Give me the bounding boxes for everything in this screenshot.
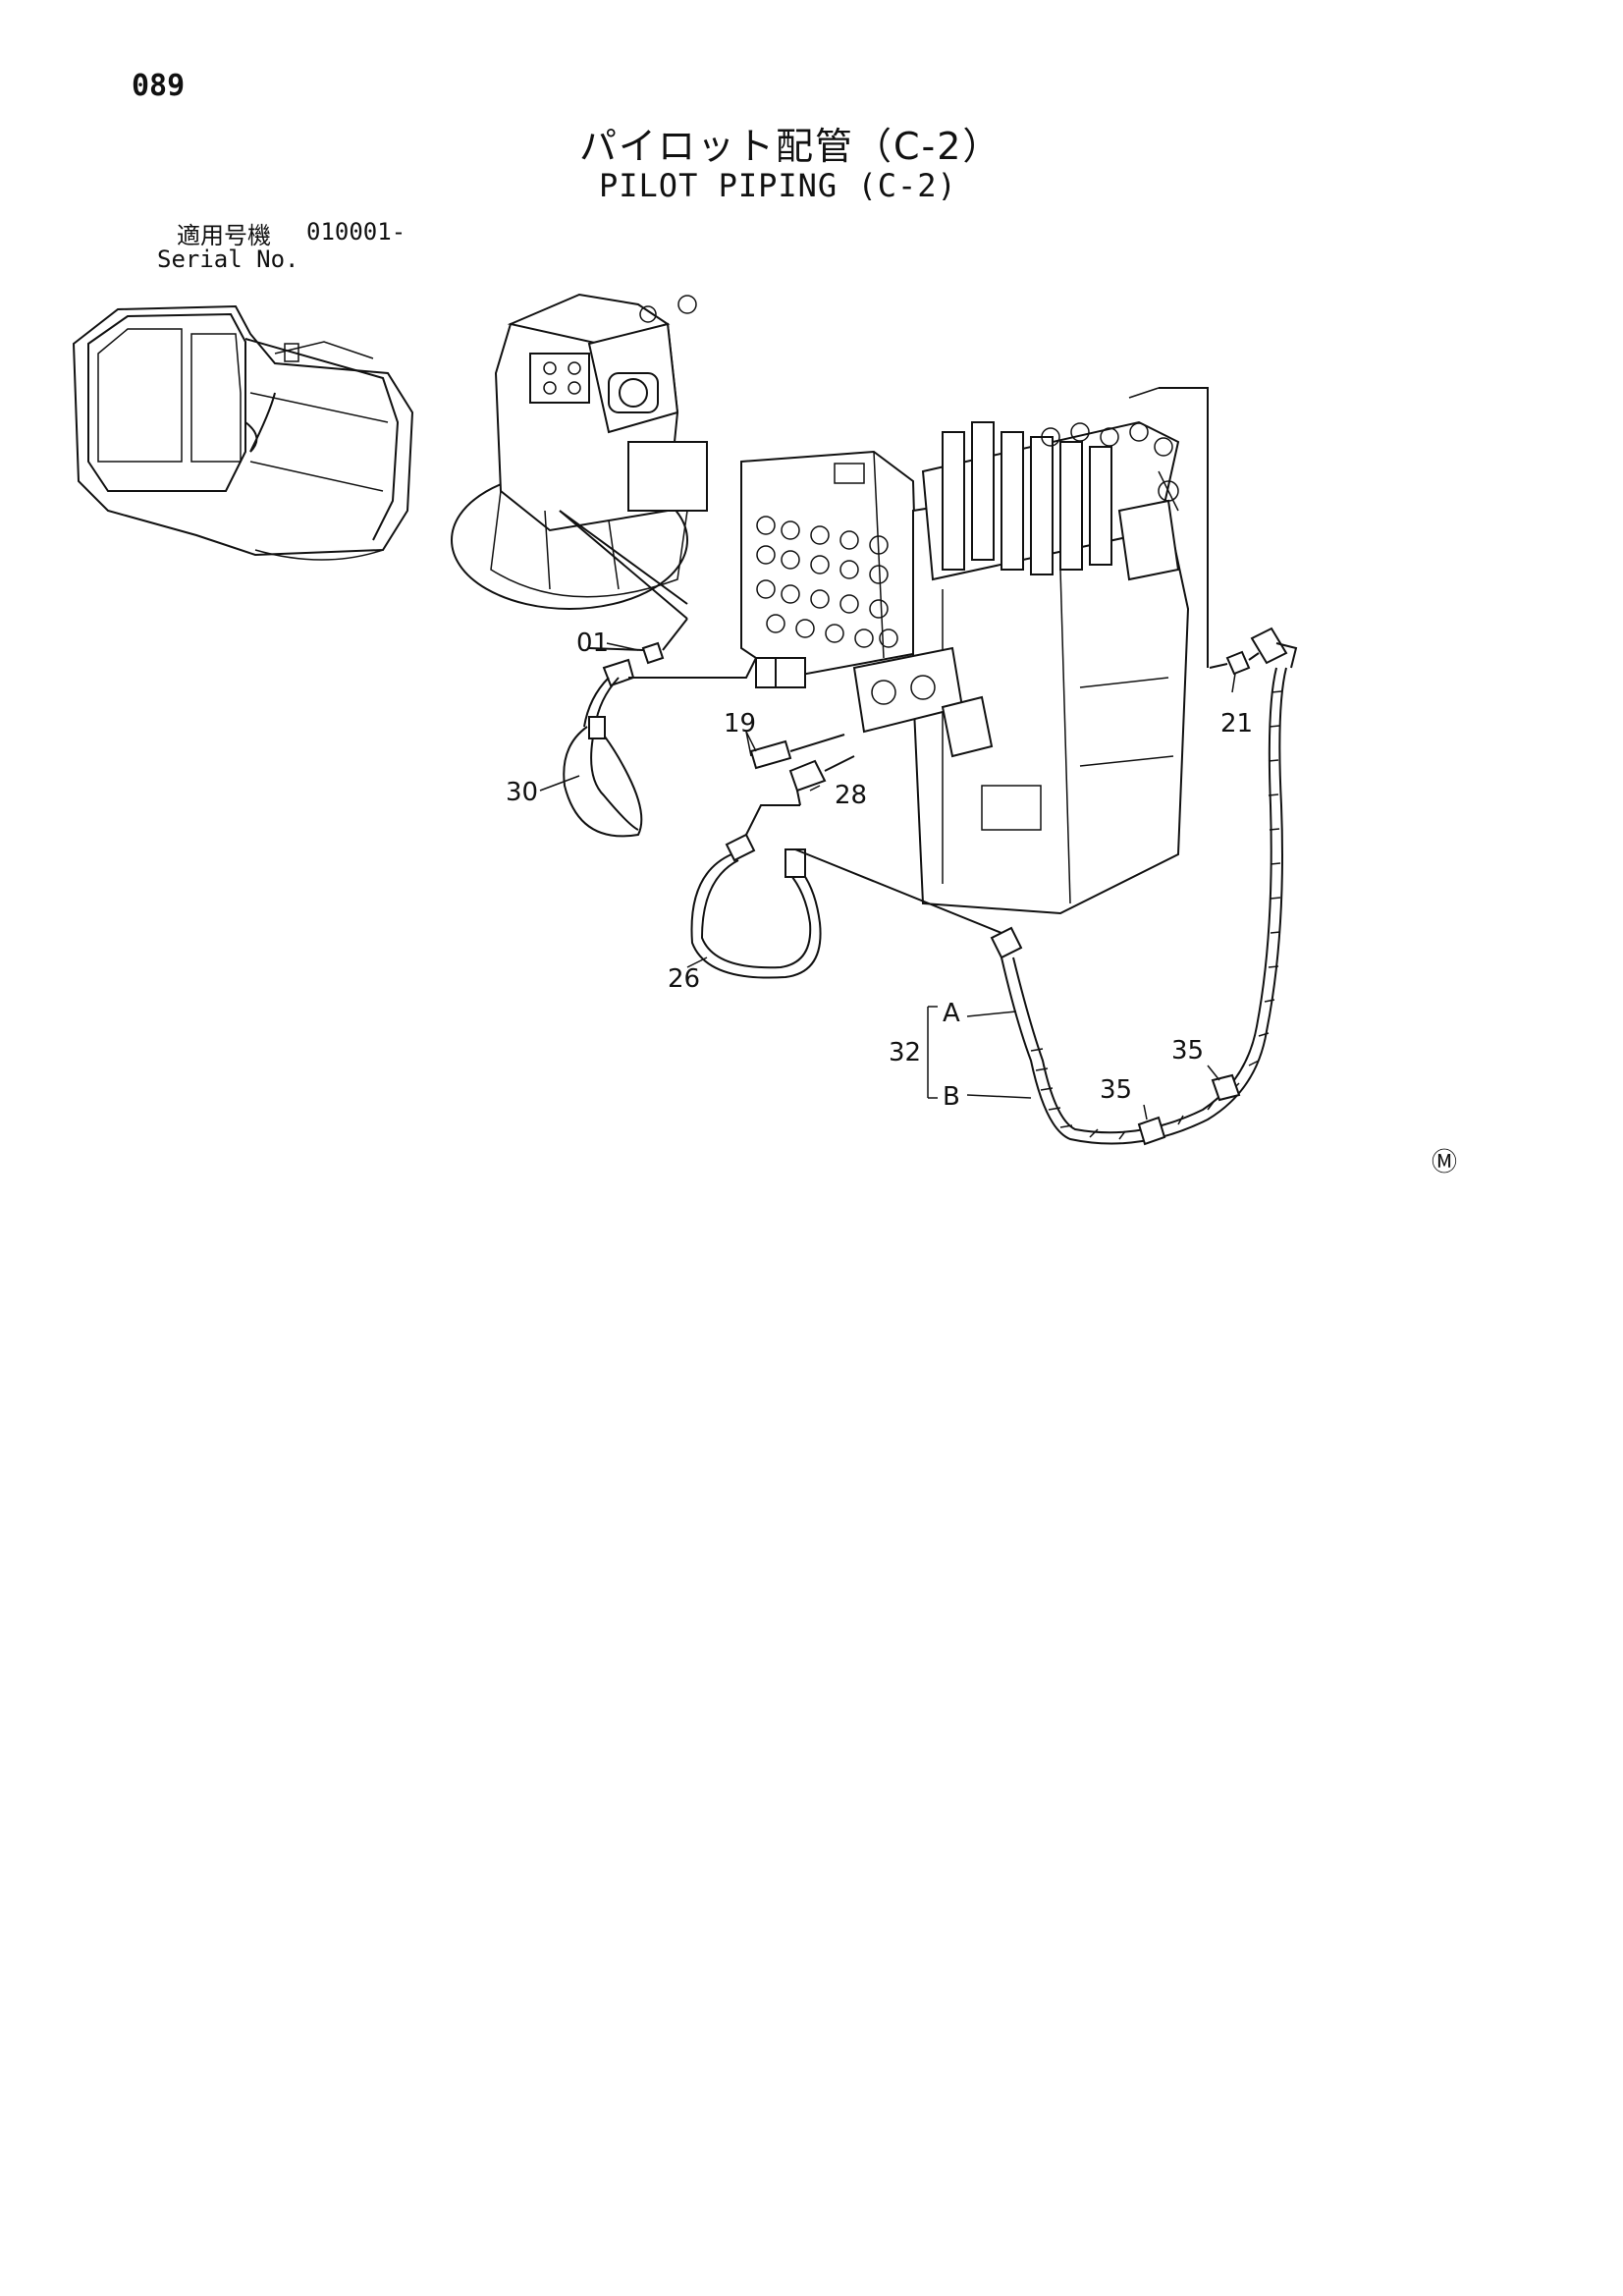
fitting-28 <box>788 755 855 806</box>
hose-26 <box>690 804 1002 979</box>
fitting-01 <box>559 510 688 665</box>
callout-32: 32 <box>889 1038 921 1067</box>
excavator-overview <box>72 304 414 561</box>
callout-32-a: A <box>943 999 960 1028</box>
page-number: 089 <box>132 69 186 103</box>
swing-motor <box>451 293 708 610</box>
model-mark: Ⓜ <box>1432 1148 1457 1177</box>
hose-30 <box>563 657 757 838</box>
callout-35-right: 35 <box>1171 1036 1204 1066</box>
control-valve <box>852 387 1209 915</box>
page-title-jp: パイロット配管（C-2） <box>579 125 1002 168</box>
serial-value: 010001- <box>306 218 406 246</box>
callout-30: 30 <box>506 778 538 807</box>
callout-01: 01 <box>576 629 609 658</box>
leader-lines <box>539 642 1236 1121</box>
serial-label-en: Serial No. <box>157 246 299 273</box>
callout-28: 28 <box>835 781 867 810</box>
fitting-21 <box>1209 650 1260 676</box>
callout-26: 26 <box>668 964 700 994</box>
fitting-19 <box>745 731 845 770</box>
page-title-en: PILOT PIPING (C-2) <box>599 167 957 204</box>
callout-32-b: B <box>943 1082 960 1112</box>
callout-35-left: 35 <box>1100 1075 1132 1105</box>
hose-32 <box>990 627 1298 1146</box>
serial-label-jp: 適用号機 <box>177 222 271 249</box>
callout-19: 19 <box>724 709 756 738</box>
callout-21: 21 <box>1220 709 1253 738</box>
pilot-valve-block <box>740 450 920 688</box>
